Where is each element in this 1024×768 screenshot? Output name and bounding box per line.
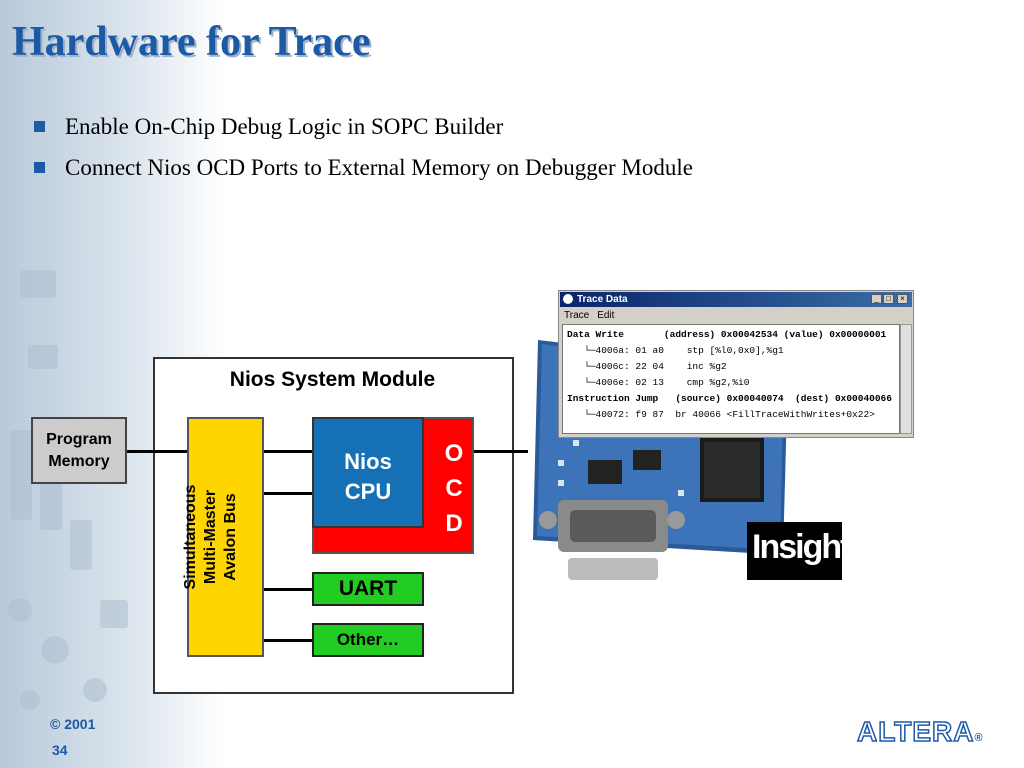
trace-scrollbar[interactable]: [900, 324, 912, 434]
square-bullet-icon: [34, 121, 45, 133]
insight-logo-box: [747, 522, 842, 580]
ocd-letter: O: [444, 440, 464, 467]
avalon-bus-block: [187, 417, 264, 657]
menu-trace[interactable]: Trace: [564, 310, 590, 321]
uart-block: UART: [312, 572, 424, 606]
square-bullet-icon: [34, 162, 45, 174]
altera-logo: ALTERA®: [856, 715, 984, 748]
connector-line: [264, 492, 312, 495]
connector-line: [264, 450, 312, 453]
ocd-letter: C: [445, 475, 463, 502]
bullet-item: Connect Nios OCD Ports to External Memor…: [34, 155, 693, 181]
connector-line: [264, 639, 312, 642]
module-title: Nios System Module: [229, 368, 436, 391]
connector-line: [127, 450, 187, 453]
trace-row: └─4006c: 22 04 inc %g2: [567, 361, 727, 372]
avalon-bus-label: Simultaneous Multi-Master Avalon Bus: [182, 484, 239, 590]
copyright-text: © 2001: [50, 716, 96, 732]
trace-window-titlebar[interactable]: Trace Data: [560, 292, 912, 307]
nios-cpu-block: Nios CPU: [312, 417, 424, 528]
trace-list[interactable]: Data Write (address) 0x00042534 (value) …: [562, 324, 900, 434]
insight-logo: Insight: [752, 528, 851, 566]
app-icon: [563, 294, 573, 305]
connector-line: [264, 588, 312, 591]
ocd-letter: D: [445, 510, 463, 537]
close-icon[interactable]: ×: [897, 294, 908, 304]
minimize-icon[interactable]: _: [871, 294, 882, 304]
bullet-item: Enable On-Chip Debug Logic in SOPC Build…: [34, 114, 503, 140]
trace-row: Instruction Jump (source) 0x00040074 (de…: [567, 393, 892, 404]
other-peripheral-block: Other…: [312, 623, 424, 657]
trace-row: └─4006e: 02 13 cmp %g2,%i0: [567, 377, 750, 388]
menu-edit[interactable]: Edit: [597, 310, 615, 321]
trace-row: └─40072: f9 87 br 40066 <FillTraceWithWr…: [567, 409, 875, 420]
trace-window-menubar: Trace Edit: [564, 310, 614, 321]
trace-row: └─4006a: 01 a0 stp [%l0,0x0],%g1: [567, 345, 784, 356]
connector-line: [474, 450, 530, 453]
maximize-icon[interactable]: □: [883, 294, 894, 304]
page-number: 34: [52, 742, 68, 758]
trace-row: Data Write (address) 0x00042534 (value) …: [567, 329, 887, 340]
slide-title: Hardware for Trace: [12, 19, 371, 65]
